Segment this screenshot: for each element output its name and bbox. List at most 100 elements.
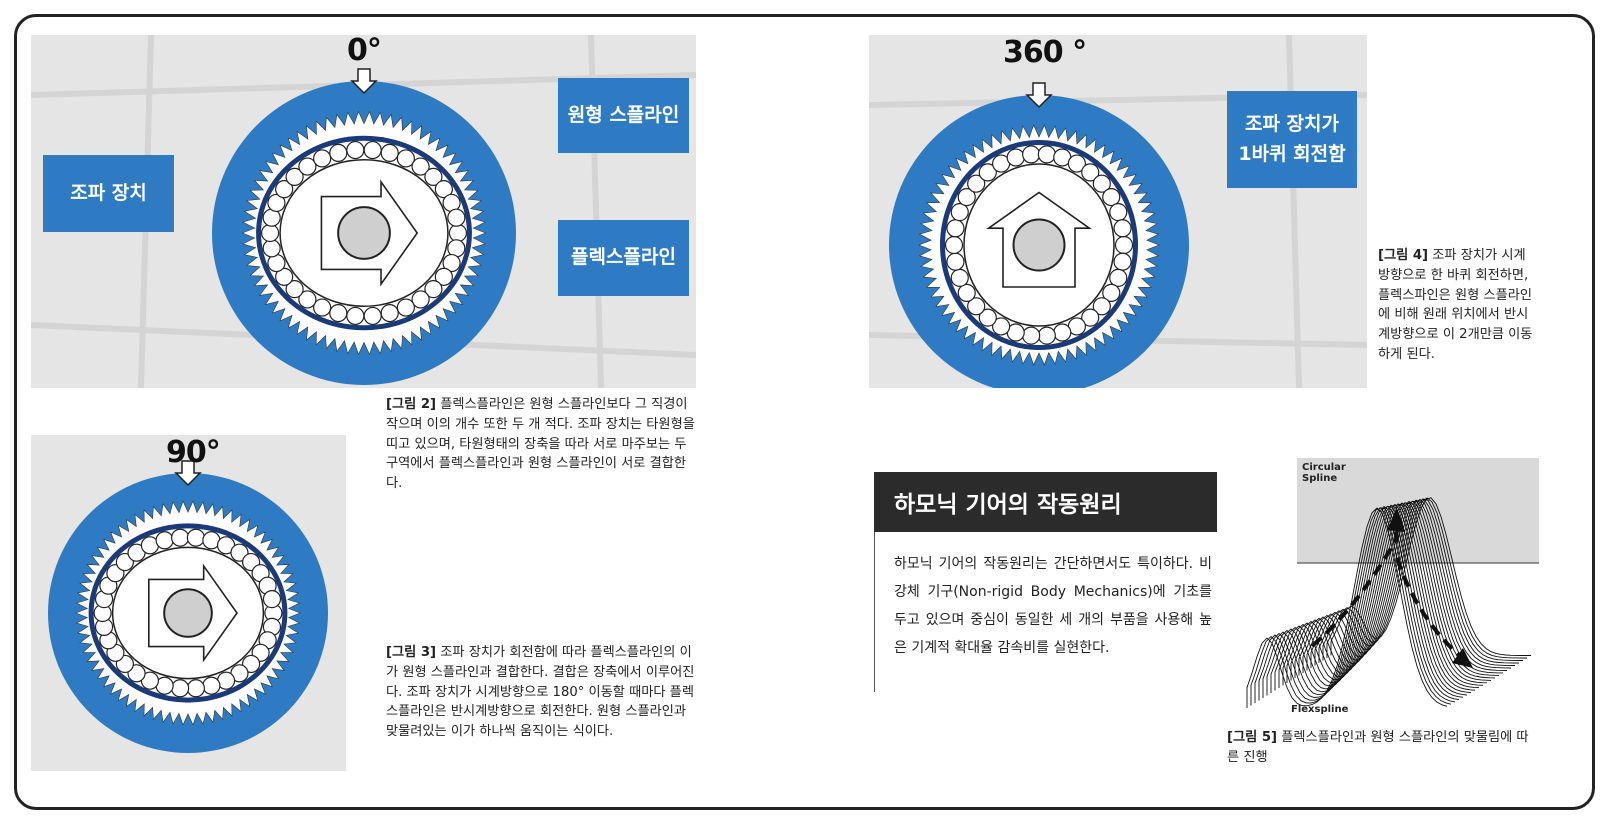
bearing-ball xyxy=(1113,219,1132,238)
bearing-ball xyxy=(186,679,205,698)
bearing-ball xyxy=(1006,148,1025,167)
bearing-ball xyxy=(1067,154,1086,173)
position-arrow-icon xyxy=(350,68,378,95)
bearing-ball xyxy=(1081,163,1100,182)
bearing-ball xyxy=(186,528,205,547)
figure-90-degree: 90° xyxy=(31,435,346,771)
bearing-ball xyxy=(967,174,986,193)
bearing-ball xyxy=(396,149,415,168)
bearing-ball xyxy=(313,298,332,317)
label-circular-spline: Circular Spline xyxy=(1302,462,1346,484)
caption-text: 조파 장치가 회전함에 따라 플렉스플라인의 이가 원형 스플라인과 결합한다.… xyxy=(386,645,695,740)
section-body: 하모닉 기어의 작동원리는 간단하면서도 특이하다. 비강체 기구(Non-ri… xyxy=(894,556,1212,656)
mesh-curve xyxy=(1326,497,1527,659)
bearing-ball xyxy=(992,317,1011,336)
bearing-ball xyxy=(1022,326,1041,345)
bearing-ball xyxy=(957,187,976,207)
bearing-ball xyxy=(1109,268,1128,287)
label-flexspline: Flexspline xyxy=(1291,704,1349,715)
bearing-ball xyxy=(946,252,965,271)
mesh-curve xyxy=(1250,507,1452,706)
caption-figure-3: [그림 3] 조파 장치가 회전함에 따라 플렉스플라인의 이가 원형 스플라인… xyxy=(386,643,696,742)
position-arrow-icon xyxy=(174,460,202,487)
label-flexspline: 플렉스플라인 xyxy=(558,220,689,296)
bearing-ball xyxy=(298,290,317,309)
caption-text: 플렉스플라인은 원형 스플라인보다 그 직경이 작으며 이의 개수 또한 두 개… xyxy=(386,397,695,492)
bearing-ball xyxy=(267,193,286,213)
mesh-curve xyxy=(1278,504,1480,689)
caption-figure-5: [그림 5] 플렉스플라인과 원형 스플라인의 맞물림에 따른 진행 xyxy=(1227,728,1539,768)
mesh-curve xyxy=(1274,503,1476,691)
bearing-ball xyxy=(380,143,399,162)
mesh-curve xyxy=(1306,501,1508,671)
caption-figure-2: [그림 2] 플렉스플라인은 원형 스플라인보다 그 직경이 작으며 이의 개수… xyxy=(386,395,696,494)
bearing-ball xyxy=(424,280,443,299)
mesh-curve xyxy=(1254,507,1456,703)
bearing-ball xyxy=(329,304,348,323)
bearing-ball xyxy=(434,267,453,286)
gear-diagram-90 xyxy=(48,460,328,753)
bearing-ball xyxy=(967,297,986,316)
mesh-curve xyxy=(1266,506,1468,696)
page-frame xyxy=(14,14,1595,810)
caption-tag: [그림 3] xyxy=(386,645,437,660)
shaft-bore xyxy=(163,588,213,638)
bearing-ball xyxy=(363,306,382,326)
bearing-ball xyxy=(262,590,282,609)
mesh-curve xyxy=(1294,502,1496,679)
bearing-ball xyxy=(1037,326,1056,345)
caption-text: 조파 장치가 시계방향으로 한 바퀴 회전하면, 플렉스파인은 원형 스플라인에… xyxy=(1378,248,1533,362)
bearing-ball xyxy=(1092,297,1111,316)
bearing-ball xyxy=(285,280,304,299)
bearing-ball xyxy=(396,298,415,317)
bearing-ball xyxy=(1022,145,1041,164)
bearing-ball xyxy=(978,308,997,327)
bearing-ball xyxy=(1037,145,1056,164)
mesh-curve xyxy=(1330,497,1531,656)
figure-360-degree: 360 ° xyxy=(869,35,1367,388)
mesh-curve xyxy=(1318,499,1519,664)
caption-text: 플렉스플라인과 원형 스플라인의 맞물림에 따른 진행 xyxy=(1227,730,1529,765)
degree-label: 90° xyxy=(166,435,221,470)
bearing-ball xyxy=(285,167,304,186)
bearing-ball xyxy=(329,143,348,162)
bearing-ball xyxy=(155,531,174,550)
bearing-ball xyxy=(1092,174,1111,193)
degree-label: 360 ° xyxy=(1003,35,1087,70)
bearing-ball xyxy=(944,235,964,255)
bearing-ball xyxy=(434,180,453,199)
bearing-ball xyxy=(313,149,332,168)
bearing-ball xyxy=(1113,252,1132,271)
label-wave-generator: 조파 장치 xyxy=(43,155,174,232)
shaft-bore xyxy=(1012,218,1066,272)
bearing-ball xyxy=(275,180,294,199)
bearing-ball xyxy=(411,157,430,176)
bearing-ball xyxy=(1102,187,1121,207)
label-one-rotation: 조파 장치가 1바퀴 회전함 xyxy=(1227,91,1357,188)
bearing-ball xyxy=(950,268,969,287)
bearing-ball xyxy=(346,306,365,326)
mesh-curve xyxy=(1314,498,1516,666)
bearing-ball xyxy=(1053,323,1072,342)
bearing-ball xyxy=(363,140,382,160)
bearing-ball xyxy=(346,140,365,160)
mesh-curve xyxy=(1310,499,1512,669)
degree-label: 0° xyxy=(347,35,382,68)
bearing-ball xyxy=(171,528,190,547)
bearing-ball xyxy=(448,223,468,243)
shaft-bore xyxy=(337,206,391,260)
bearing-ball xyxy=(1114,235,1134,255)
mesh-curve xyxy=(1282,503,1484,686)
bearing-ball xyxy=(946,219,965,238)
bearing-ball xyxy=(171,679,190,698)
bearing-ball xyxy=(957,283,976,303)
bearing-ball xyxy=(380,304,399,323)
mesh-curve xyxy=(1286,502,1488,684)
caption-tag: [그림 2] xyxy=(386,397,437,412)
bearing-ball xyxy=(978,163,997,182)
position-arrow-icon xyxy=(1025,82,1053,109)
label-line-2: 1바퀴 회전함 xyxy=(1238,142,1346,165)
bearing-ball xyxy=(1081,308,1100,327)
caption-tag: [그림 4] xyxy=(1378,248,1429,263)
bearing-ball xyxy=(442,253,461,273)
